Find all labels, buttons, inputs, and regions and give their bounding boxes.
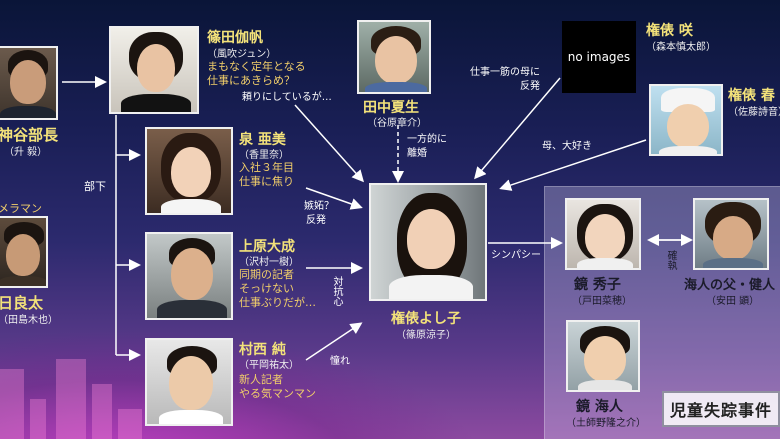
rel-ippoteki-2: 離婚	[407, 148, 427, 159]
rel-sympathy: シンパシー	[491, 250, 541, 261]
haru-photo	[649, 84, 723, 156]
father-photo	[693, 198, 769, 270]
rel-shigoto-2: 反発	[520, 81, 540, 92]
busho-actor: （升 毅）	[4, 147, 48, 158]
city-skyline	[30, 399, 46, 439]
kaito-name: 鏡 海人	[576, 399, 623, 415]
uehara-note-2: そっけない	[239, 282, 294, 295]
hideko-name: 鏡 秀子	[574, 277, 621, 293]
izumi-photo	[145, 127, 233, 215]
rel-haha-daisuki: 母、大好き	[542, 141, 592, 152]
uehara-note-3: 仕事ぶりだが…	[239, 296, 316, 309]
busho-name: 神谷部長	[0, 126, 59, 144]
saku-no-image: no images	[562, 21, 636, 93]
rel-shitto-2: 反発	[306, 215, 326, 226]
uehara-actor: （沢村一樹）	[239, 257, 299, 268]
haru-name: 権俵 春	[728, 88, 775, 104]
busho-photo	[0, 46, 58, 120]
hideko-photo	[565, 198, 641, 270]
tanaka-name: 田中夏生	[363, 100, 419, 116]
tanaka-actor: （谷原章介）	[367, 118, 427, 129]
city-skyline	[56, 359, 86, 439]
rel-kakushitsu: 確執	[665, 250, 676, 270]
rel-ippoteki-1: 一方的に	[407, 134, 447, 145]
yoshiko-name: 権俵よし子	[391, 311, 461, 327]
city-skyline	[0, 369, 24, 439]
uehara-note-1: 同期の記者	[239, 268, 294, 281]
shinoda-note-2: 仕事にあきらめ？	[207, 74, 295, 87]
murani-photo	[145, 338, 233, 426]
saku-name: 権俵 咲	[646, 23, 693, 39]
uehara-photo	[145, 232, 233, 320]
father-name: 海人の父・健人	[684, 278, 776, 293]
rel-shigoto-1: 仕事一筋の母に	[470, 67, 540, 78]
yoshiko-photo	[369, 183, 487, 301]
izumi-note-1: 入社３年目	[239, 161, 294, 174]
tanaka-photo	[357, 20, 431, 94]
rel-tayori: 頼りにしているが…	[242, 92, 332, 103]
murani-actor: （平岡祐太）	[239, 360, 299, 371]
murani-name: 村西 純	[239, 342, 286, 358]
izumi-note-2: 仕事に焦り	[239, 175, 294, 188]
kaito-actor: （土師野隆之介）	[566, 418, 646, 429]
shinoda-name: 篠田伽帆	[207, 30, 263, 46]
case-label: 児童失踪事件	[662, 391, 780, 427]
ryota-name: 日良太	[0, 294, 44, 312]
shinoda-note-1: まもなく定年となる	[207, 60, 306, 73]
murani-note-2: やる気マンマン	[239, 387, 316, 400]
rel-buka: 部下	[84, 180, 106, 193]
rel-taiko: 対抗心	[331, 276, 342, 306]
uehara-name: 上原大成	[239, 239, 295, 255]
saku-actor: （森本慎太郎）	[646, 42, 716, 53]
hideko-actor: （戸田菜穂）	[572, 296, 632, 307]
izumi-actor: （香里奈）	[239, 150, 289, 161]
rel-shitto-1: 嫉妬？	[304, 201, 334, 212]
ryota-photo	[0, 216, 48, 288]
ryota-actor: （田島木也）	[0, 315, 58, 326]
father-actor: （安田 顕）	[706, 296, 760, 307]
rel-akogare: 憧れ	[330, 356, 350, 367]
kaito-photo	[566, 320, 640, 392]
city-skyline	[92, 384, 112, 439]
shinoda-actor: （風吹ジュン）	[207, 49, 277, 60]
city-skyline	[118, 409, 142, 439]
murani-note-1: 新人記者	[239, 373, 283, 386]
shinoda-photo	[109, 26, 199, 114]
haru-actor: （佐藤詩音）	[728, 107, 780, 118]
kameraman-label: メラマン	[0, 202, 42, 215]
yoshiko-actor: （篠原涼子）	[396, 330, 456, 341]
izumi-name: 泉 亜美	[239, 132, 286, 148]
